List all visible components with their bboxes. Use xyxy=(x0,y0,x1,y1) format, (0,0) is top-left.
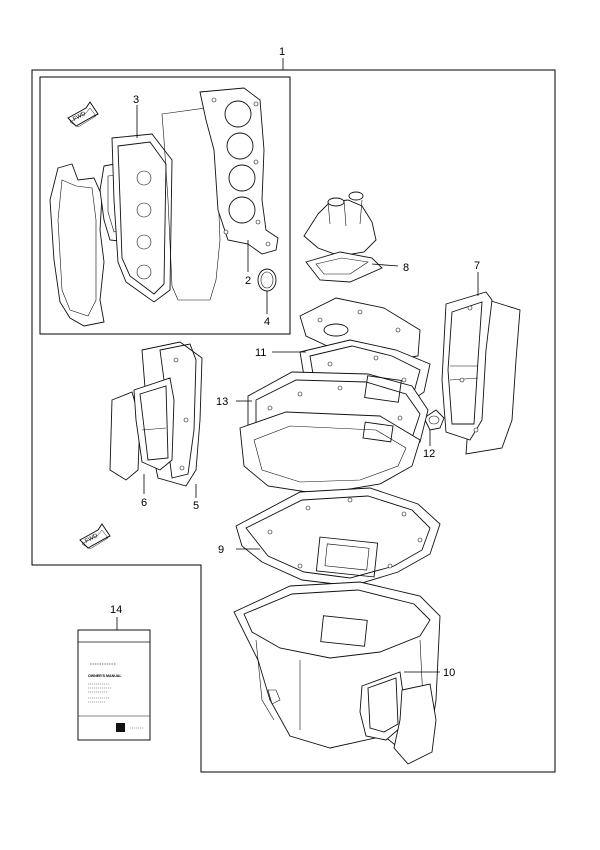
callout-7: 7 xyxy=(474,260,480,272)
callout-1: 1 xyxy=(279,46,285,58)
leader-lines xyxy=(116,105,479,673)
water-pump-gasket xyxy=(305,251,383,283)
cylinder-head-gasket xyxy=(199,87,279,255)
crankcase-body xyxy=(239,411,421,495)
callout-8: 8 xyxy=(403,262,409,274)
callout-12: 12 xyxy=(423,448,435,460)
cylinder-head-subframe xyxy=(39,76,291,335)
callout-4: 4 xyxy=(264,316,270,328)
callout-3: 3 xyxy=(133,94,139,106)
fwd-arrow-icon: FWD xyxy=(67,101,99,128)
callout-9: 9 xyxy=(218,544,224,556)
manual-title: OWNER'S MANUAL xyxy=(88,674,122,678)
callout-5: 5 xyxy=(193,500,199,512)
callout-11: 11 xyxy=(255,347,266,359)
lower-cover-gasket xyxy=(359,671,437,765)
driveshaft-housing-gasket xyxy=(235,487,441,587)
callout-13: 13 xyxy=(216,396,228,408)
small-pipe-gasket xyxy=(423,409,445,431)
valve-cover-gasket xyxy=(111,133,173,303)
callout-10: 10 xyxy=(443,667,455,679)
callout-6: 6 xyxy=(141,497,147,509)
owners-manual: OWNER'S MANUAL xyxy=(77,629,151,741)
gasket-set-outline xyxy=(31,58,556,773)
callout-2: 2 xyxy=(245,275,251,287)
exhaust-cover-gasket-inner xyxy=(109,377,175,481)
brand-logo-icon xyxy=(116,723,125,732)
side-cover-gasket xyxy=(441,291,521,455)
water-pump-housing xyxy=(303,191,377,257)
callout-14: 14 xyxy=(110,604,122,616)
fwd-arrow-icon: FWD xyxy=(79,523,111,550)
